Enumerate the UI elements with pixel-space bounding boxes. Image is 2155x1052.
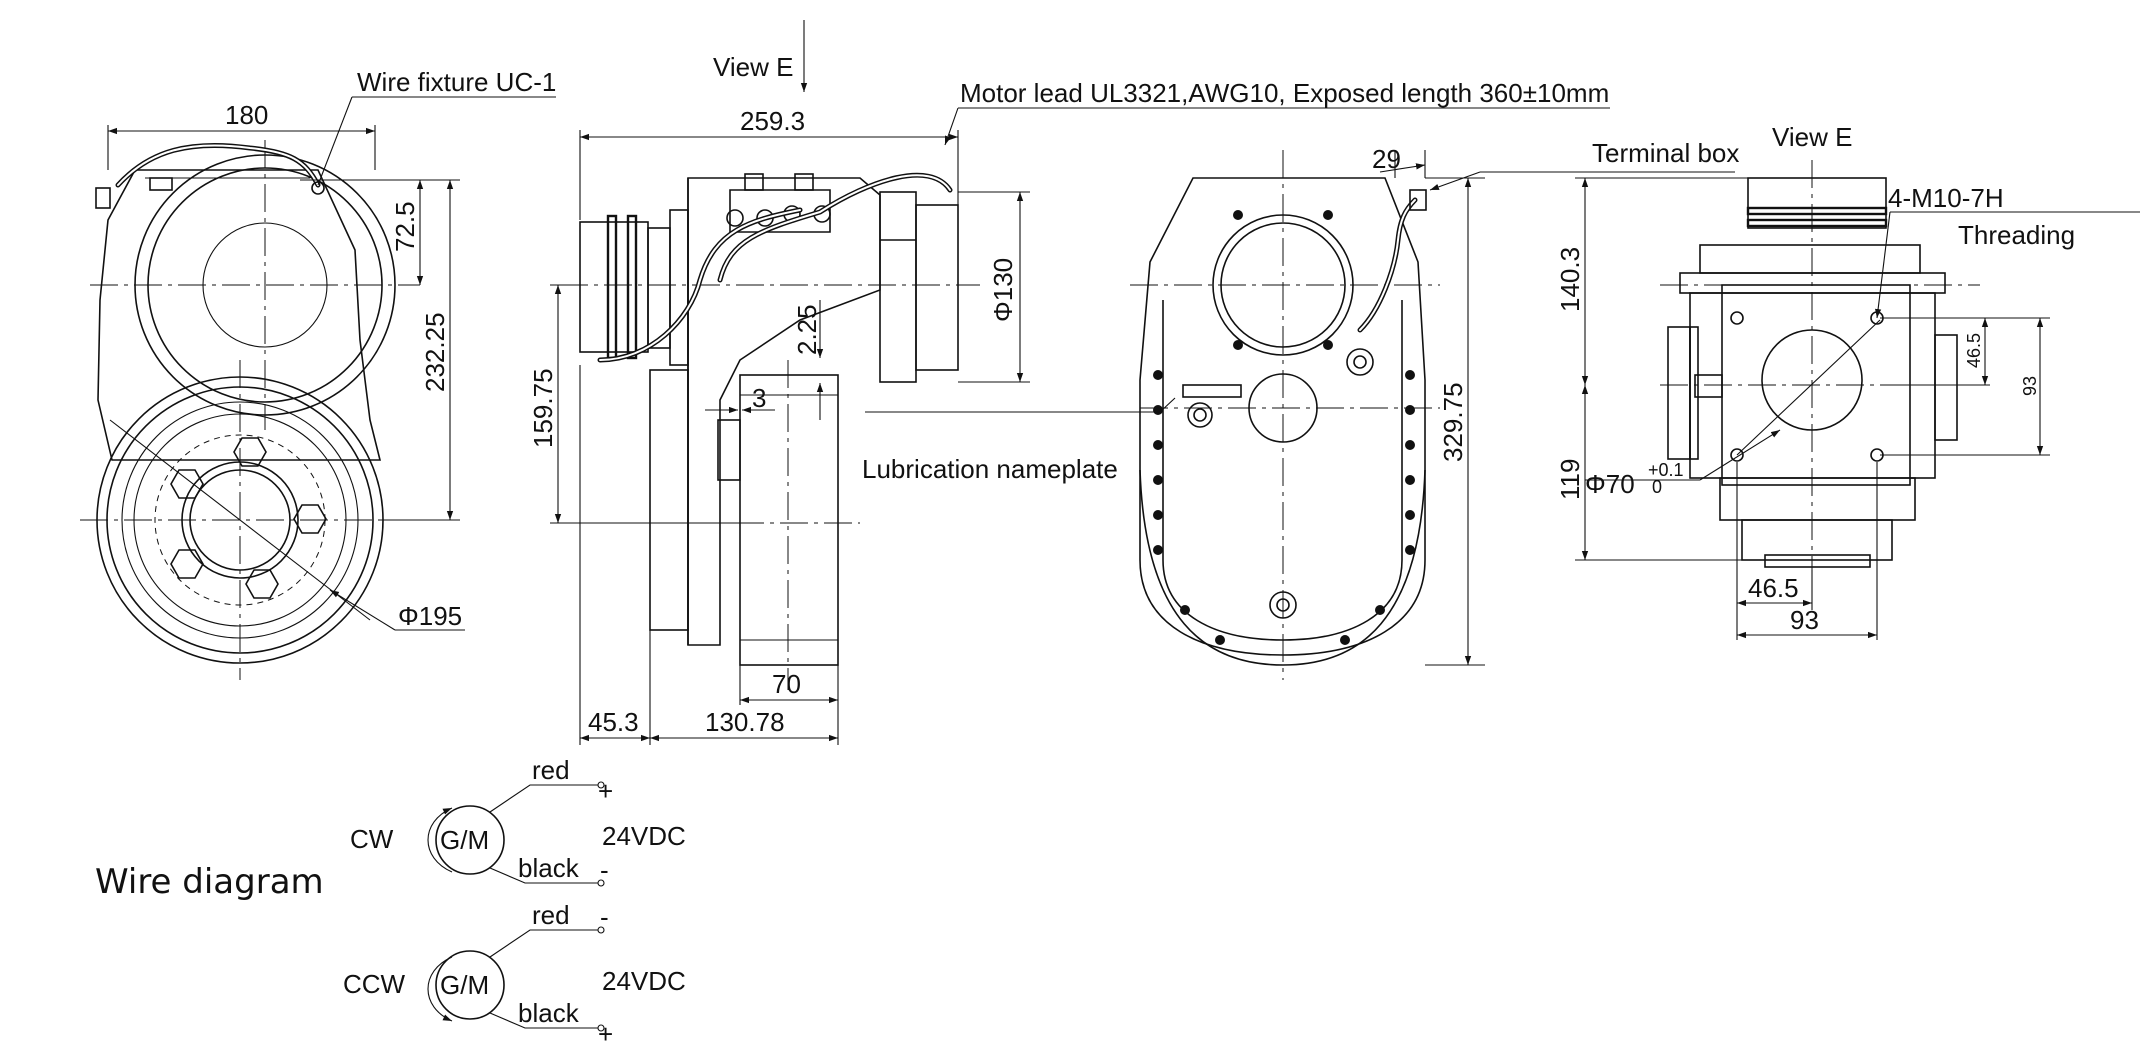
view-e: View E 140.3 119 — [1555, 122, 2140, 640]
dim-bore-dia: Φ70 — [1585, 469, 1635, 499]
dim-top-height: 140.3 — [1555, 247, 1585, 312]
dim-bore-tol-lower: 0 — [1652, 477, 1662, 497]
cw-bottom-sign: - — [600, 855, 609, 885]
dim-terminal-29: 29 — [1372, 144, 1401, 174]
dim-wheel-width: 70 — [772, 669, 801, 699]
wire-diagram: Wire diagram CW G/M red + black - 24VDC … — [95, 755, 686, 1049]
rear-view: 29 Terminal box 329.75 — [1130, 138, 1739, 680]
cw-motor: G/M — [440, 825, 489, 855]
dim-hole-pitch-h: 93 — [1790, 605, 1819, 635]
label-motor-lead: Motor lead UL3321,AWG10, Exposed length … — [960, 78, 1609, 108]
dim-offset-3: 3 — [752, 383, 766, 413]
label-view-e-title: View E — [1772, 122, 1852, 152]
side-view: 259.3 Φ130 2.25 3 159.75 70 45.3 130.78 … — [528, 20, 1610, 745]
label-wire-fixture: Wire fixture UC-1 — [357, 67, 556, 97]
label-threading: Threading — [1958, 220, 2075, 250]
dim-front-width: 180 — [225, 100, 268, 130]
wire-diagram-title: Wire diagram — [95, 862, 324, 902]
label-lubrication: Lubrication nameplate — [862, 454, 1118, 484]
dim-bore-tol-upper: +0.1 — [1648, 460, 1684, 480]
ccw-bottom-sign: + — [598, 1019, 613, 1049]
wire-diagram-ccw: CCW G/M red - black + 24VDC — [343, 900, 686, 1049]
dim-bottom-height: 119 — [1555, 459, 1585, 500]
cw-top-wire: red — [532, 755, 570, 785]
dim-hole-pitch-v: 93 — [2020, 376, 2040, 396]
ccw-top-sign: - — [600, 902, 609, 932]
dim-total-depth: 130.78 — [705, 707, 785, 737]
label-terminal-box: Terminal box — [1592, 138, 1739, 168]
dim-offset-225: 2.25 — [792, 304, 822, 355]
cw-direction: CW — [350, 824, 394, 854]
ccw-voltage: 24VDC — [602, 966, 686, 996]
label-thread-spec: 4-M10-7H — [1888, 183, 2004, 213]
dim-wheel-dia: Φ195 — [398, 601, 462, 631]
dim-side-length: 259.3 — [740, 106, 805, 136]
dim-front-top: 72.5 — [390, 201, 420, 252]
cw-voltage: 24VDC — [602, 821, 686, 851]
ccw-motor: G/M — [440, 970, 489, 1000]
dim-axle-height: 159.75 — [528, 368, 558, 448]
dim-hole-pitch-half-h: 46.5 — [1748, 573, 1799, 603]
front-view: 180 72.5 232.25 Φ195 Wire fixture UC-1 — [80, 67, 556, 680]
ccw-bottom-wire: black — [518, 998, 580, 1028]
label-view-e-arrow: View E — [713, 52, 793, 82]
dim-rear-height: 329.75 — [1438, 382, 1468, 462]
ccw-top-wire: red — [532, 900, 570, 930]
cw-top-sign: + — [598, 776, 613, 806]
dim-hole-pitch-half-v: 46.5 — [1964, 333, 1984, 368]
dim-left-offset: 45.3 — [588, 707, 639, 737]
wire-diagram-cw: CW G/M red + black - 24VDC — [350, 755, 686, 887]
cw-bottom-wire: black — [518, 853, 580, 883]
dim-motor-dia: Φ130 — [988, 258, 1018, 322]
dim-front-height: 232.25 — [420, 312, 450, 392]
ccw-direction: CCW — [343, 969, 406, 999]
